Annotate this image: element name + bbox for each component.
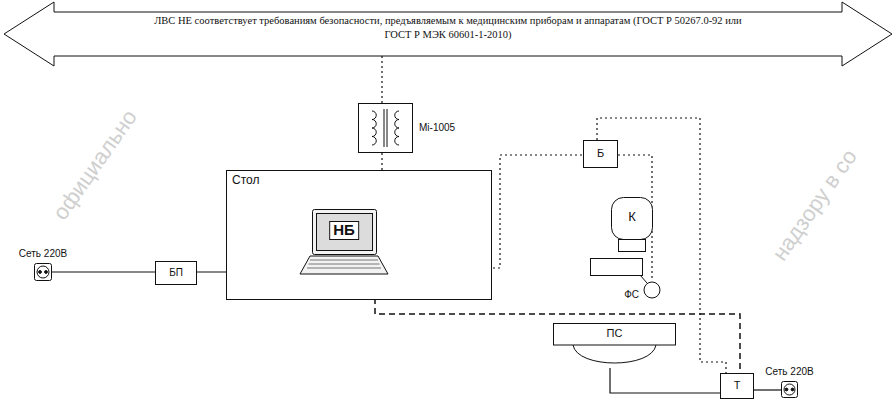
keyboard-row xyxy=(307,268,381,269)
core-line xyxy=(387,109,388,147)
power-cable xyxy=(754,389,781,390)
sensor-lead xyxy=(640,275,647,283)
node-label: Сеть 220В xyxy=(19,248,67,260)
box-border xyxy=(227,171,492,300)
secondary-coil xyxy=(395,111,399,145)
sensor-ring xyxy=(644,282,660,298)
toilet-outline xyxy=(610,196,654,254)
box-border xyxy=(721,374,754,399)
chair-shape: К xyxy=(610,196,654,254)
socket-pin xyxy=(785,388,788,391)
laptop-screen xyxy=(317,214,373,251)
box-border xyxy=(359,104,413,153)
node-label: К xyxy=(610,209,654,225)
node-label: ПС xyxy=(553,327,676,340)
socket-outline xyxy=(34,263,52,281)
power-cable xyxy=(52,271,155,272)
trans-outline xyxy=(358,103,413,153)
core-line xyxy=(384,109,385,147)
node-label: Стол xyxy=(232,173,259,187)
laptop-lid xyxy=(313,210,377,255)
watermark: официально xyxy=(48,105,143,225)
platform-bowl xyxy=(573,345,656,363)
power-supply-box: БП xyxy=(155,261,197,285)
socket-outline xyxy=(781,381,798,398)
primary-coil xyxy=(372,111,376,145)
double-arrow-band xyxy=(4,2,892,66)
power-cable xyxy=(610,368,720,393)
laptop: НБ xyxy=(300,208,388,278)
node-label: Mi-1005 xyxy=(419,122,455,134)
laptop-base xyxy=(300,256,388,274)
socket-pin xyxy=(791,388,794,391)
isolation-transformer: Mi-1005 xyxy=(358,103,413,153)
transformer-box: Т xyxy=(720,373,754,399)
socket-face xyxy=(35,264,52,281)
mains-socket: Сеть 220В xyxy=(781,381,798,398)
lan-band: ЛВС НЕ соответствует требованиям безопас… xyxy=(4,2,892,66)
seat-platform xyxy=(591,259,643,276)
node-label: ФС xyxy=(624,289,639,301)
node-label: Сеть 220В xyxy=(765,366,813,378)
socket-ring xyxy=(784,384,795,395)
keyboard-row xyxy=(309,264,380,265)
laptop-outline xyxy=(300,208,388,278)
mains-socket: Сеть 220В xyxy=(34,263,52,281)
warning-text: ЛВС НЕ соответствует требованиям безопас… xyxy=(153,14,743,42)
unit-box: Б xyxy=(583,140,618,168)
node-label: Б xyxy=(583,147,618,160)
box-border xyxy=(156,262,197,285)
node-label: Т xyxy=(720,379,754,392)
platform-top xyxy=(554,324,676,346)
sensor-circle: ФС xyxy=(643,281,661,299)
socket-face xyxy=(782,382,798,398)
keyboard-row xyxy=(310,260,378,261)
watermark: надзору в со xyxy=(767,144,863,265)
socket-pin xyxy=(39,271,42,274)
circle-outline xyxy=(643,281,661,299)
table-frame: СтолНБ xyxy=(226,170,492,300)
platform-shape: ПС xyxy=(553,323,676,368)
socket-pin xyxy=(45,271,48,274)
dotted-link xyxy=(381,56,382,103)
node-label: НБ xyxy=(329,221,359,240)
node-label: БП xyxy=(155,267,197,279)
socket-ring xyxy=(37,266,49,278)
chair-base xyxy=(619,240,646,252)
box-border xyxy=(584,141,618,168)
